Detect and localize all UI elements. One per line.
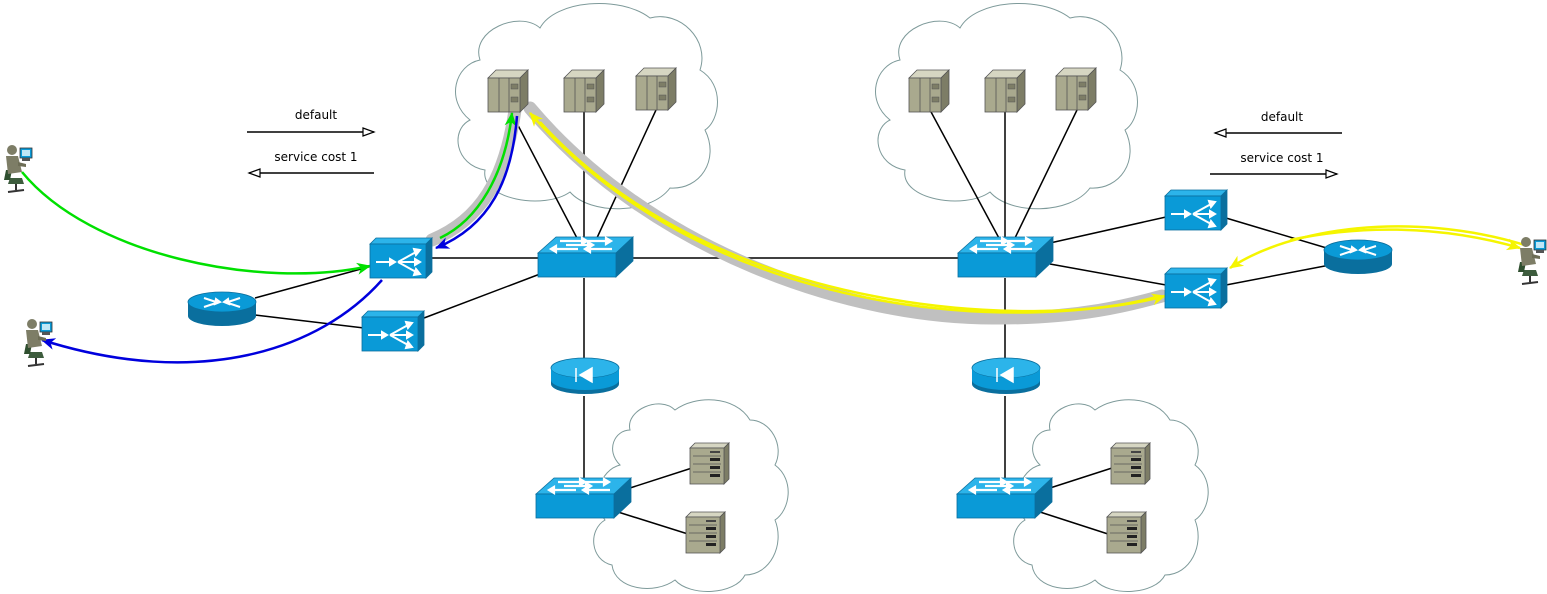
workgroup-switch-icon xyxy=(956,235,1055,279)
firewall-icon xyxy=(550,357,620,395)
load-balancer-icon xyxy=(1164,267,1228,309)
user-workstation-icon xyxy=(1517,236,1547,285)
workgroup-switch-icon xyxy=(536,235,635,279)
mainframe-server-icon xyxy=(635,67,677,111)
workgroup-switch-icon xyxy=(955,476,1054,520)
load-balancer-icon xyxy=(1164,189,1228,231)
mainframe-server-icon xyxy=(984,69,1026,113)
yellow-flow-arrow xyxy=(539,121,1166,313)
legend-right: default service cost 1 xyxy=(1210,110,1342,179)
blue-flow-arrow xyxy=(41,279,383,364)
legend-default-label: default xyxy=(295,108,338,122)
legend-default-label: default xyxy=(1261,110,1304,124)
green-flow-arrow xyxy=(21,171,371,275)
mainframe-server-icon xyxy=(563,69,605,113)
file-server-icon xyxy=(689,442,730,485)
mainframe-server-icon xyxy=(1055,67,1097,111)
router-icon xyxy=(187,291,257,327)
router-icon xyxy=(1323,239,1393,275)
workgroup-switch-icon xyxy=(534,476,633,520)
blue-flow-arrow xyxy=(435,115,519,250)
firewall-icon xyxy=(971,357,1041,395)
yellow-flow-arrow xyxy=(1289,228,1521,251)
network-links xyxy=(254,109,1331,535)
mainframe-server-icon xyxy=(487,69,529,113)
legend-left: default service cost 1 xyxy=(247,108,376,178)
load-balancer-icon xyxy=(361,310,425,352)
mainframe-server-icon xyxy=(908,69,950,113)
load-balancer-icon xyxy=(369,237,433,279)
legend-service-label: service cost 1 xyxy=(274,150,357,164)
legend-service-label: service cost 1 xyxy=(1240,151,1323,165)
user-workstation-icon xyxy=(3,144,33,193)
file-server-icon xyxy=(1110,442,1151,485)
green-flow-arrow xyxy=(439,112,517,240)
yellow-flow-arrow xyxy=(1229,225,1526,270)
file-server-icon xyxy=(685,511,726,554)
file-server-icon xyxy=(1106,511,1147,554)
